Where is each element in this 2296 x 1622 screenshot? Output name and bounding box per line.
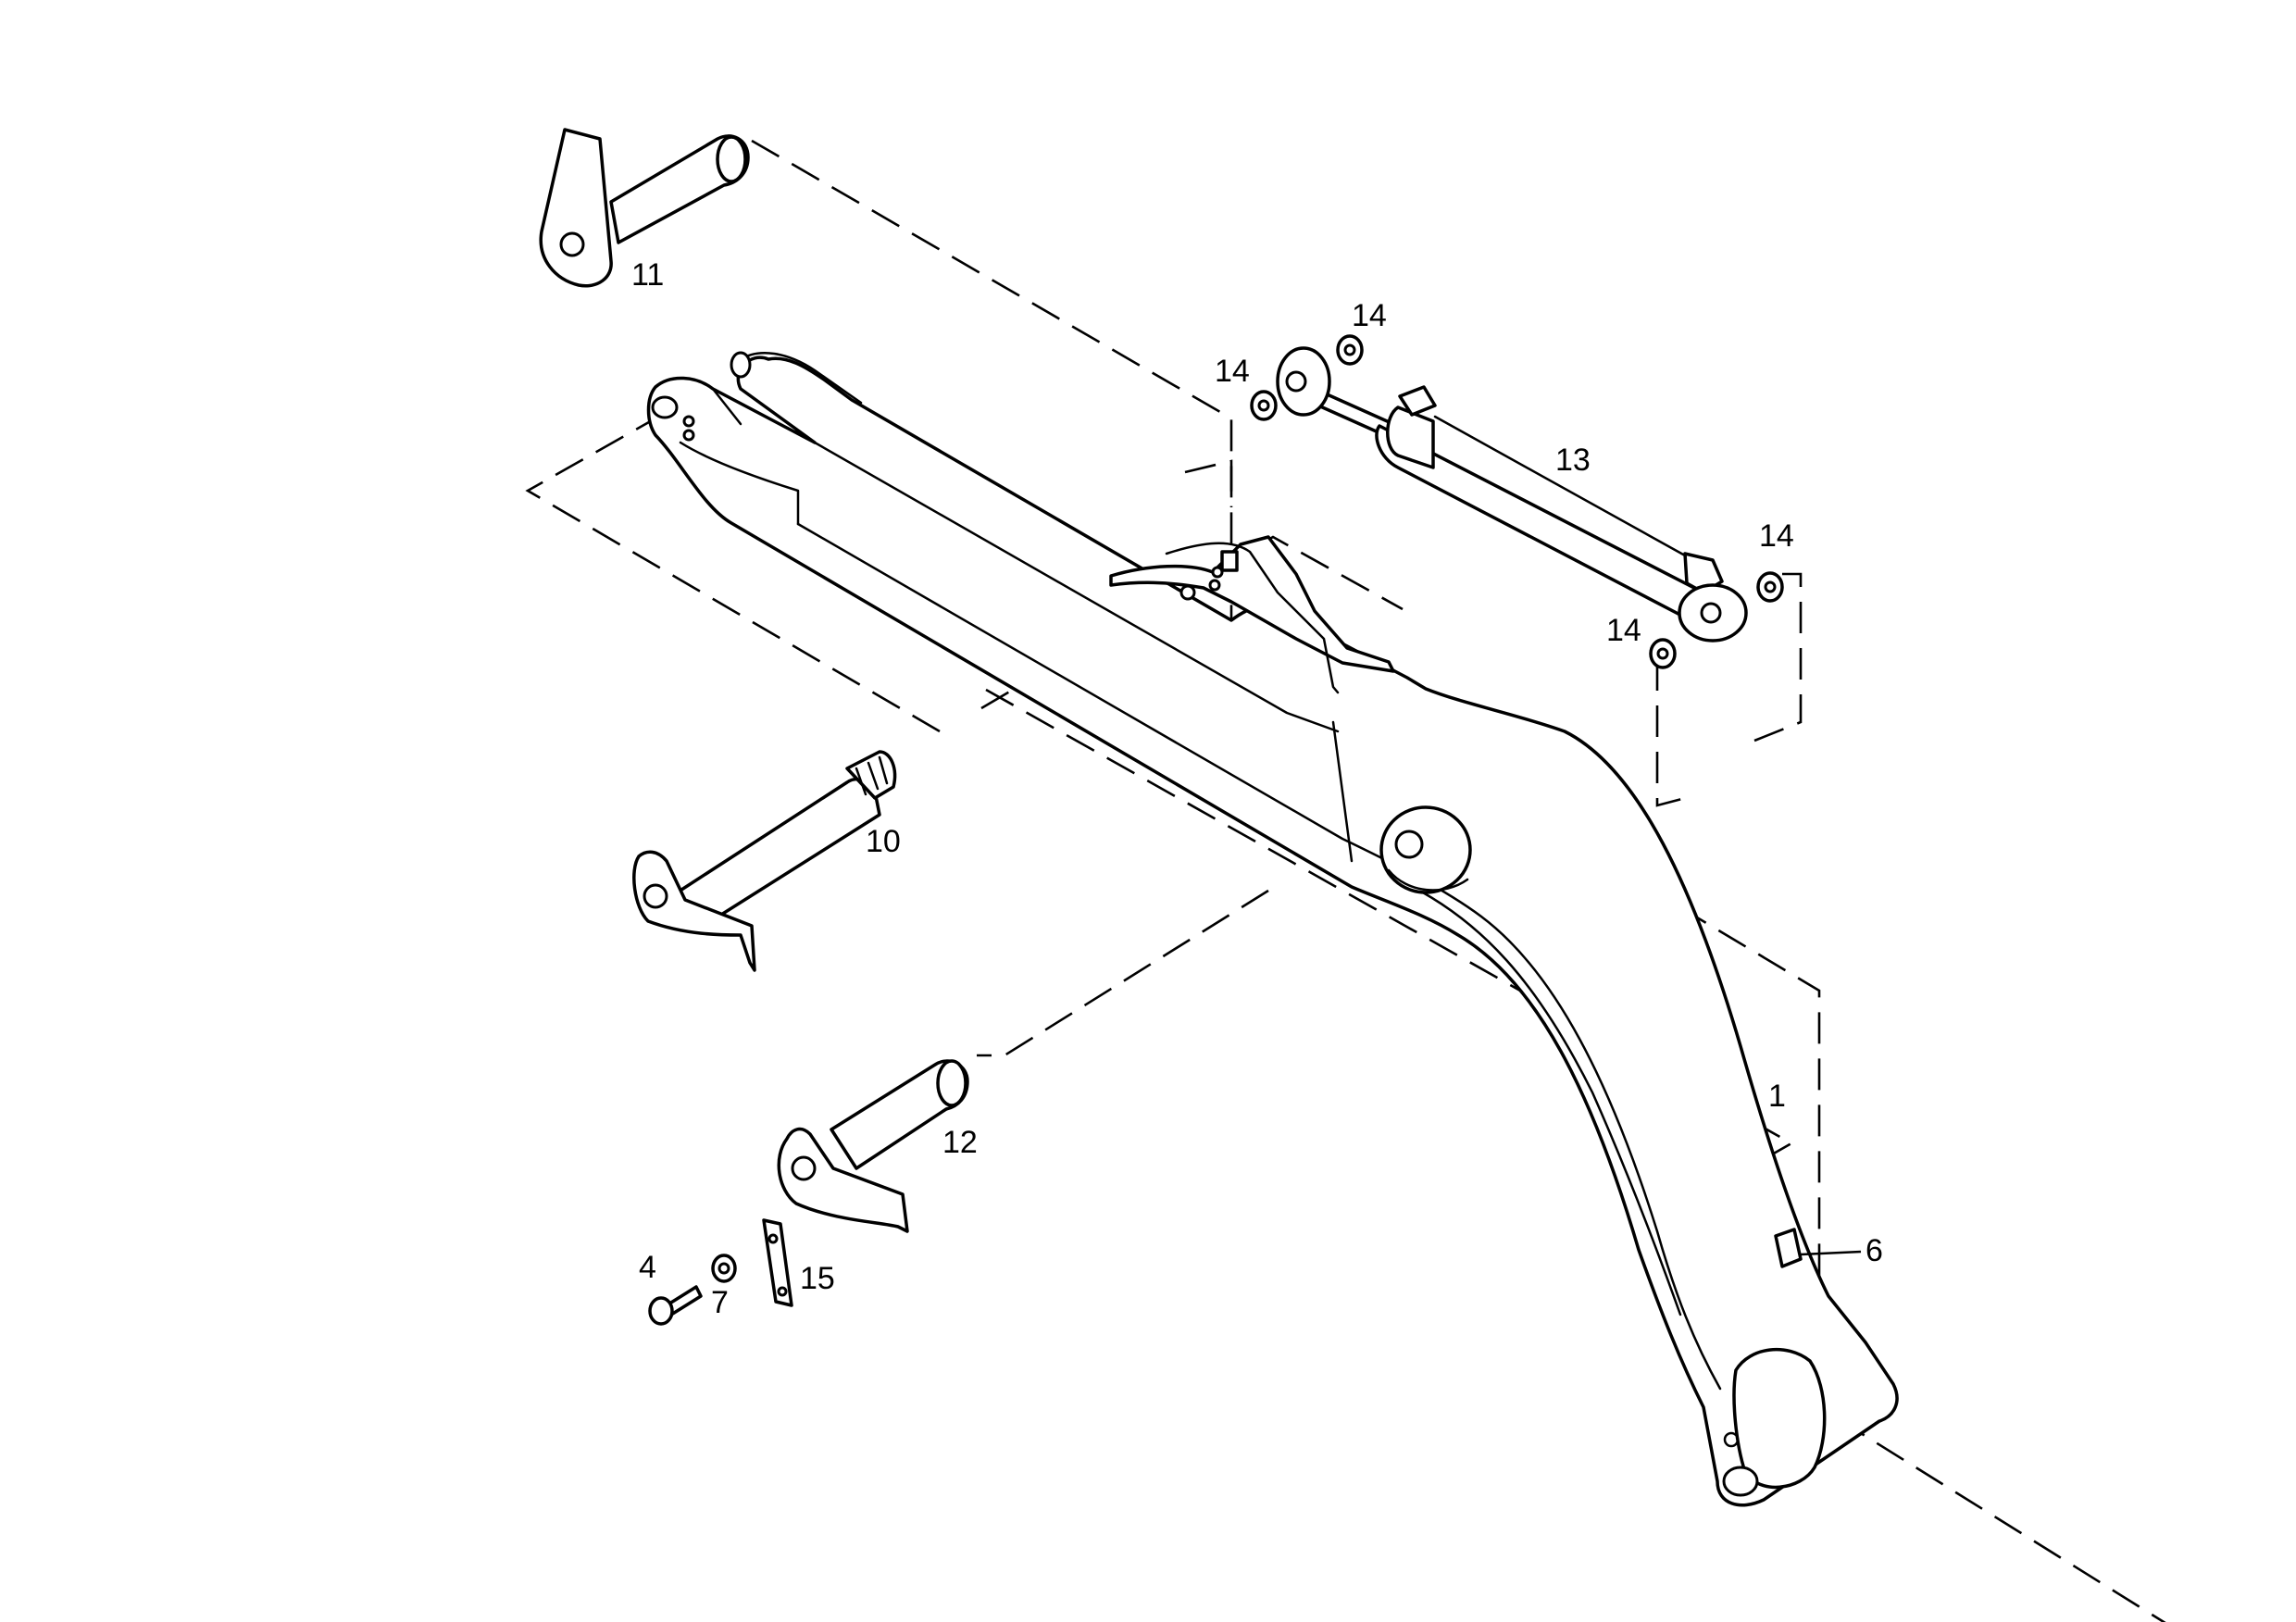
pin-12-shaft <box>830 1059 969 1170</box>
plate-hole-bottom <box>777 1286 788 1297</box>
boom-front-pivot-hole <box>651 395 679 419</box>
assembly-line-upper-bracket <box>1184 459 1233 507</box>
pin-10 <box>632 750 897 972</box>
pin-11-end <box>716 135 747 183</box>
grease-nipple-body <box>1774 1228 1803 1268</box>
pin-10-shaft <box>674 777 881 928</box>
pin-11-shaft <box>609 134 750 244</box>
callout-grease-nipple: 6 <box>1866 1233 1883 1268</box>
shim-front-left-hole <box>1257 399 1270 412</box>
boom-rear-small-hole <box>1723 1431 1740 1448</box>
grease-nipple <box>1774 1228 1862 1268</box>
boom-rear-pivot-hole <box>1722 1466 1759 1497</box>
pin-10-thread <box>845 750 897 800</box>
assembly-line-pin-12 <box>977 889 1269 1057</box>
pin-12-plate-hole <box>791 1155 817 1181</box>
boom-grease-hole-b <box>682 429 695 442</box>
callout-shim-a: 14 <box>1215 354 1250 389</box>
boom-top-edge-line <box>813 441 1340 733</box>
callout-washer: 7 <box>711 1285 729 1320</box>
pin-10-plate <box>632 850 756 972</box>
pin-12-end <box>936 1059 967 1107</box>
boom-rear-boss <box>1732 1348 1827 1490</box>
bolt-head <box>648 1296 674 1326</box>
boom-grease-hole-a <box>682 415 695 428</box>
boom-bottom-inner-line <box>1405 882 1682 1316</box>
callout-bolt: 4 <box>639 1250 656 1285</box>
washer-hole <box>718 1262 730 1275</box>
boom-fork-edge <box>711 387 742 426</box>
pin-10-thread-lines <box>855 755 889 796</box>
callout-shim-b: 14 <box>1352 298 1387 333</box>
boom-side-boss-rim <box>1387 868 1469 892</box>
shim-rear-right-hole <box>1764 580 1777 593</box>
cylinder-base-eye-hole <box>1700 602 1722 624</box>
callout-shim-c: 14 <box>1759 518 1794 554</box>
boom <box>646 351 1899 1507</box>
boom-side-boss-hole <box>1394 830 1424 859</box>
assembly-line-lower-bracket <box>1655 659 1693 807</box>
boom-body <box>646 356 1899 1507</box>
callout-cylinder: 13 <box>1555 443 1591 478</box>
callout-shim-d: 14 <box>1606 613 1641 648</box>
cylinder-rod-eye-hole <box>1285 370 1307 393</box>
pin-11 <box>539 128 750 288</box>
grease-nipple-leader <box>1800 1250 1862 1256</box>
assembly-line-pin-10 <box>525 413 941 733</box>
pin-11-plate-hole <box>559 231 585 257</box>
assembly-line-right-bracket <box>1753 572 1803 742</box>
pin-10-plate-hole <box>643 883 668 909</box>
boom-fork-plate-lower <box>679 441 800 526</box>
callout-boom: 1 <box>1768 1079 1786 1114</box>
boom-fork-pivot-hole <box>730 351 752 379</box>
cylinder-port-top <box>1398 385 1437 417</box>
plate-hole-top <box>767 1233 779 1244</box>
boom-panel-divider <box>1331 720 1354 863</box>
callout-pin-10: 10 <box>866 824 901 859</box>
boom-side-boss <box>1379 805 1472 894</box>
boom-bracket-arm <box>1165 542 1340 694</box>
pin-12-plate <box>777 1127 909 1233</box>
shim-front-right-hole <box>1343 343 1356 356</box>
hardware <box>648 1218 793 1326</box>
boom-bracket-hole <box>1179 584 1196 601</box>
boom-bracket-grease-a <box>1211 566 1224 579</box>
cylinder-barrel <box>1375 424 1696 624</box>
shim-rear-left-hole <box>1656 647 1669 660</box>
hydraulic-cylinder <box>1276 346 1748 643</box>
callout-plate: 15 <box>800 1261 835 1296</box>
boom-bracket-grease-b <box>1208 579 1221 592</box>
callout-pin-11: 11 <box>631 257 664 293</box>
shims <box>1250 334 1784 669</box>
boom-bracket-lug <box>1220 550 1239 572</box>
callout-pin-12: 12 <box>942 1125 978 1160</box>
pin-12 <box>777 1059 969 1233</box>
cylinder-pipe <box>1433 415 1687 557</box>
callouts: 1 4 6 7 10 11 12 13 14 14 14 14 15 <box>631 257 1883 1320</box>
pin-11-plate <box>539 128 613 288</box>
cylinder-head <box>1386 406 1435 469</box>
